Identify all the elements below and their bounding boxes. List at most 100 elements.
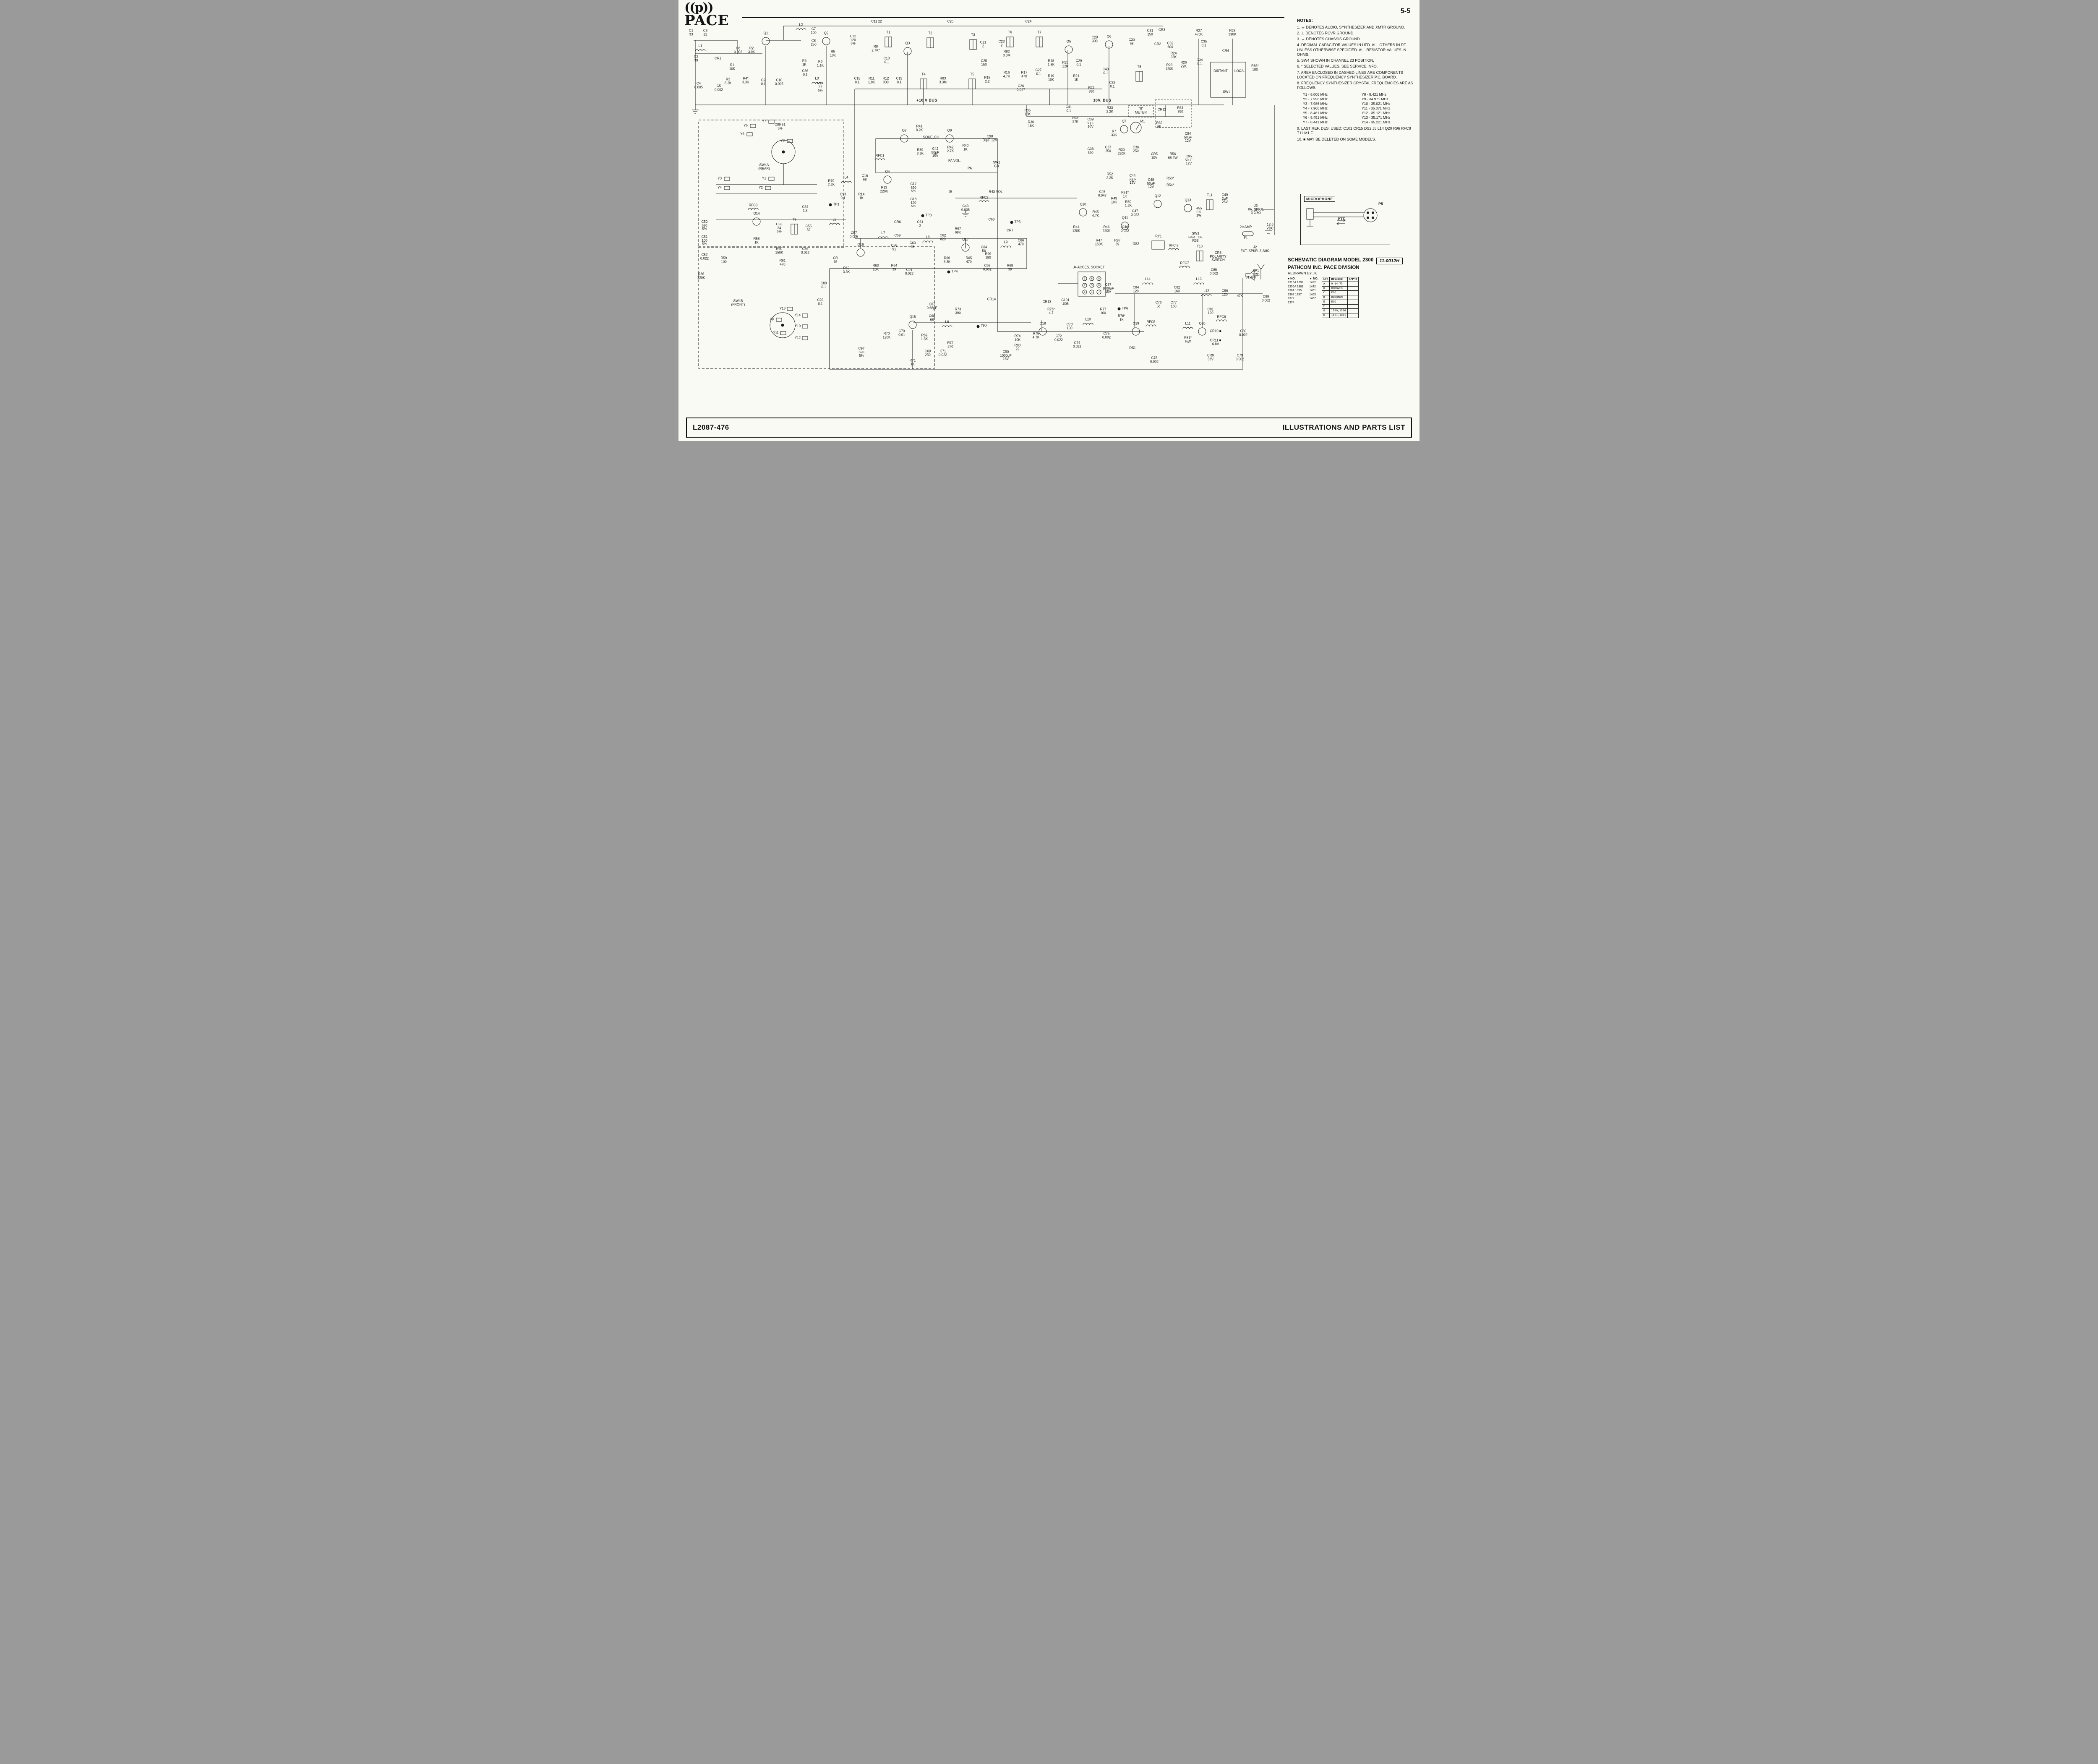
component-label: SW4A (REAR)	[758, 163, 770, 170]
revision-table-cell	[1347, 308, 1359, 313]
component-label: R53*	[1166, 176, 1174, 180]
component-label: L12	[1203, 289, 1209, 293]
schematic-title: SCHEMATIC DIAGRAM MODEL 2300	[1288, 258, 1374, 263]
component-label: R63 10K	[872, 264, 879, 271]
component-label: DS2	[1133, 242, 1139, 246]
component-label: C87 1000μF 15V	[1102, 283, 1114, 294]
component-label: Q19	[1133, 321, 1139, 326]
component-label: C8 250	[811, 39, 817, 46]
component-label: Q13	[1185, 198, 1191, 202]
revision-table-cell: A	[1321, 281, 1330, 287]
component-label: C30 68	[1128, 38, 1135, 45]
component-label: R7 33K	[1111, 129, 1117, 137]
component-label: R74 10K	[1014, 334, 1021, 342]
notes-panel: NOTES: 1. ⏚ DENOTES AUDIO, SYNTHESIZER A…	[1297, 18, 1416, 142]
component-label: C45 0.047	[1098, 190, 1107, 197]
revision-table-cell	[1347, 313, 1359, 318]
component-label: C55 82	[805, 224, 812, 232]
component-label: R11 1.8K	[868, 76, 875, 84]
component-label: R52 2.2K	[1106, 172, 1114, 180]
component-label: R80 22	[1014, 343, 1021, 351]
component-label: R41 8.2K	[916, 124, 923, 132]
component-label: C58 91	[891, 243, 898, 251]
component-label: R26 22K	[1180, 60, 1187, 68]
component-label: C47 0.022	[1130, 209, 1140, 217]
component-label: L4	[844, 175, 848, 180]
component-label: C70 0.01	[898, 329, 905, 337]
component-label: R22 390	[1088, 86, 1095, 93]
revision-table-cell	[1347, 295, 1359, 300]
component-label: C25 150	[981, 59, 987, 66]
component-label: C65 0.002	[983, 264, 992, 271]
component-label: R5 10K	[830, 50, 836, 57]
component-label: T10	[1197, 244, 1203, 248]
component-label: Y13	[779, 306, 786, 311]
component-label: C93 0.1	[840, 192, 846, 200]
component-label: Q5	[1066, 39, 1071, 44]
component-label: SW4B (FRONT)	[731, 299, 745, 306]
component-label: C35 0.1	[1200, 39, 1207, 47]
component-label: C77 160	[1170, 300, 1177, 308]
component-label: J1 ANT.	[1246, 275, 1258, 279]
component-label: C9 0.1	[761, 78, 766, 86]
component-label: 12.6 VDC	[1266, 222, 1274, 230]
component-label: C71 0.022	[938, 349, 947, 357]
svg-text:6: 6	[1091, 278, 1093, 280]
component-label: C14 27 5%	[817, 81, 824, 93]
component-label: C43 0.005	[961, 204, 970, 211]
component-label: L6	[945, 320, 949, 324]
crystal-frequency: Y7 - 8.441 MHz	[1303, 120, 1328, 124]
component-label: C101 .005	[1061, 298, 1070, 305]
note-10: 10. ■ MAY BE DELETED ON SOME MODELS.	[1297, 137, 1376, 142]
component-label: C13 0.1	[883, 56, 890, 64]
crystal-frequency: Y1 - 8.006 MHz	[1303, 92, 1328, 97]
microphone-detail: MICROPHONE PTT P5	[1300, 194, 1390, 245]
component-label: C31 150	[1147, 29, 1153, 36]
component-label: Q9	[947, 128, 952, 133]
component-label: Q14	[753, 211, 760, 216]
component-label: R69 1.5K	[921, 333, 928, 341]
component-label: Q10	[1080, 202, 1086, 206]
component-label: SP1 3.2Ω	[1252, 269, 1260, 276]
component-label: RFC 8	[1169, 243, 1179, 248]
notes-heading: NOTES:	[1297, 18, 1313, 23]
component-label: T6	[1008, 30, 1012, 34]
ptt-label: PTT	[1338, 217, 1345, 221]
crystal-frequency: Y10 - 35.021 MHz	[1362, 101, 1391, 106]
revision-table-row: F	[1321, 304, 1359, 309]
component-label: Y3	[718, 176, 722, 180]
crystal-frequency: Y5 - 8.461 MHz	[1303, 110, 1328, 115]
component-label: C44 50μF 12V	[1128, 174, 1137, 185]
component-label: R86 120K	[697, 272, 705, 279]
component-label: Y5	[744, 123, 748, 128]
company-line: PATHCOM INC. PACE DIVISION	[1288, 265, 1360, 270]
component-label: PA VOL.	[948, 159, 961, 163]
revision-table-cell	[1347, 290, 1359, 295]
component-label: L10	[1085, 317, 1091, 321]
crystal-frequency: Y2 - 7.996 MHz	[1303, 97, 1328, 101]
component-label: R54*	[1166, 183, 1174, 187]
component-label: CR1	[714, 56, 722, 60]
component-label: Q6	[1106, 34, 1112, 39]
component-label: RY1	[1155, 234, 1162, 238]
component-label: C66 470	[1018, 238, 1024, 246]
component-label: C81 120	[1207, 307, 1214, 315]
component-label: PA	[967, 166, 972, 170]
component-label: C5 0.002	[714, 84, 723, 91]
revision-table-cell: G	[1321, 308, 1330, 313]
crystal-frequency: Y9 - 34.971 MHz	[1362, 97, 1388, 101]
component-label: Q1	[763, 31, 768, 35]
component-label: C73 100	[1066, 322, 1073, 330]
component-label: T1	[886, 30, 890, 34]
component-label: Y8	[780, 138, 785, 143]
component-label: C46 0.022	[1120, 225, 1130, 232]
component-label: CR2	[1154, 42, 1161, 46]
component-label: C79 0.002	[1235, 353, 1245, 361]
component-label: TP4	[951, 269, 958, 274]
component-label: R83 3.3M	[939, 76, 947, 84]
